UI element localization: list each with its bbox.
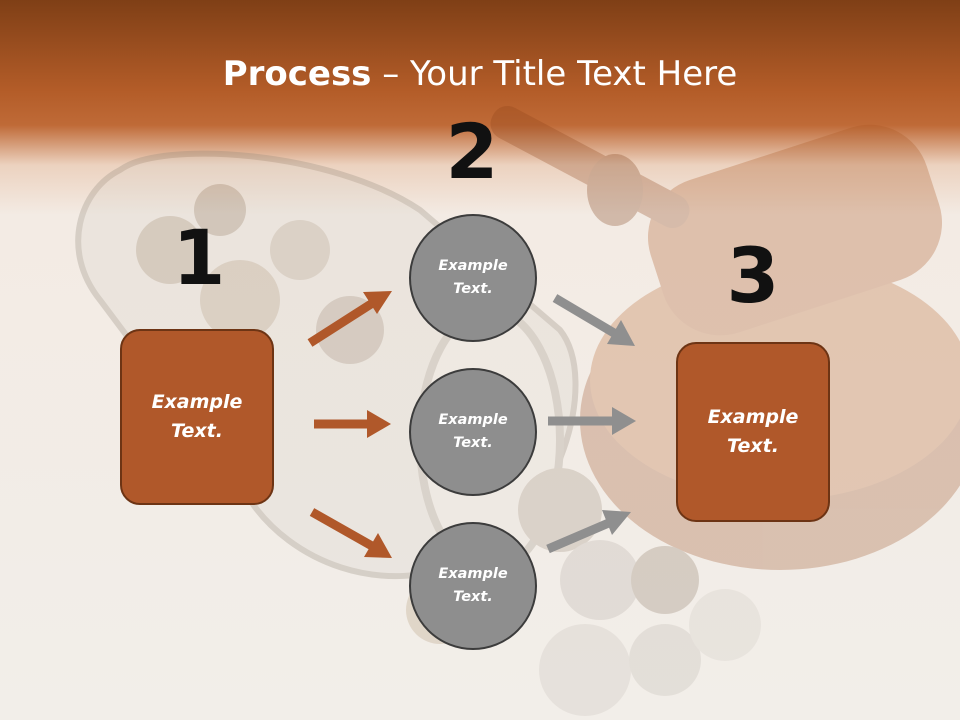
- circle-bottom-line1: Example: [438, 566, 508, 582]
- title-rest: – Your Title Text Here: [371, 54, 738, 94]
- circle-middle-line1: Example: [438, 412, 508, 428]
- step-number-1: 1: [172, 213, 226, 302]
- circle-step-middle: Example Text.: [409, 368, 537, 496]
- circle-step-bottom: Example Text.: [409, 522, 537, 650]
- circle-step-top: Example Text.: [409, 214, 537, 342]
- left-box-line2: Text.: [171, 420, 223, 442]
- arrow-left-to-bottom: [309, 508, 392, 558]
- title-bold: Process: [222, 54, 372, 94]
- circle-top-line2: Text.: [453, 281, 493, 297]
- right-box-line1: Example: [707, 406, 799, 428]
- left-process-box: Example Text.: [120, 329, 274, 505]
- arrow-top-to-right: [552, 294, 635, 346]
- arrow-left-to-top: [307, 291, 392, 347]
- step-number-3: 3: [726, 231, 780, 320]
- arrow-left-to-middle: [314, 410, 391, 438]
- circle-top-line1: Example: [438, 258, 508, 274]
- left-box-line1: Example: [151, 391, 243, 413]
- right-process-box: Example Text.: [676, 342, 830, 522]
- arrow-bottom-to-right: [546, 510, 631, 554]
- circle-bottom-line2: Text.: [453, 589, 493, 605]
- circle-middle-line2: Text.: [453, 435, 493, 451]
- arrow-middle-to-right: [548, 407, 636, 435]
- slide-title: Process – Your Title Text Here: [0, 52, 960, 96]
- right-box-line2: Text.: [727, 435, 779, 457]
- step-number-2: 2: [445, 107, 499, 196]
